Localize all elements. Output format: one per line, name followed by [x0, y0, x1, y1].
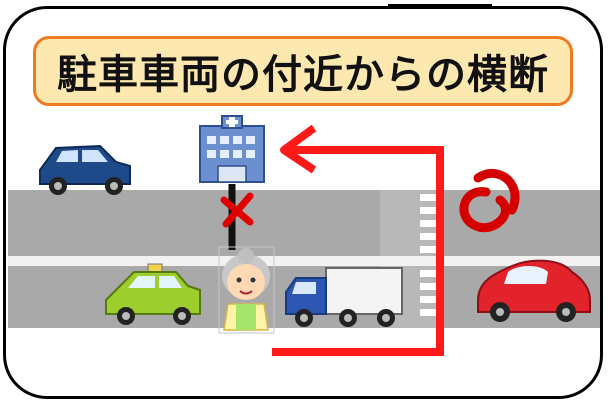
red-car-icon: [477, 259, 591, 322]
safe-route-arrow: [272, 124, 444, 356]
green-taxi-icon: [105, 263, 201, 325]
blue-sedan-icon: [39, 144, 131, 195]
road-upper-left: [8, 190, 380, 256]
safe-circle-mark-icon: [459, 168, 520, 233]
crosswalk: [420, 194, 442, 316]
delivery-truck-icon: [285, 267, 403, 327]
page-title: 駐車車両の付近からの横断: [57, 52, 549, 98]
danger-cross-mark-icon: [220, 192, 254, 228]
elderly-woman-icon: [218, 246, 275, 334]
hospital-building-icon: [199, 115, 265, 183]
title-banner: 駐車車両の付近からの横断: [33, 36, 573, 106]
lane-divider: [8, 256, 600, 266]
